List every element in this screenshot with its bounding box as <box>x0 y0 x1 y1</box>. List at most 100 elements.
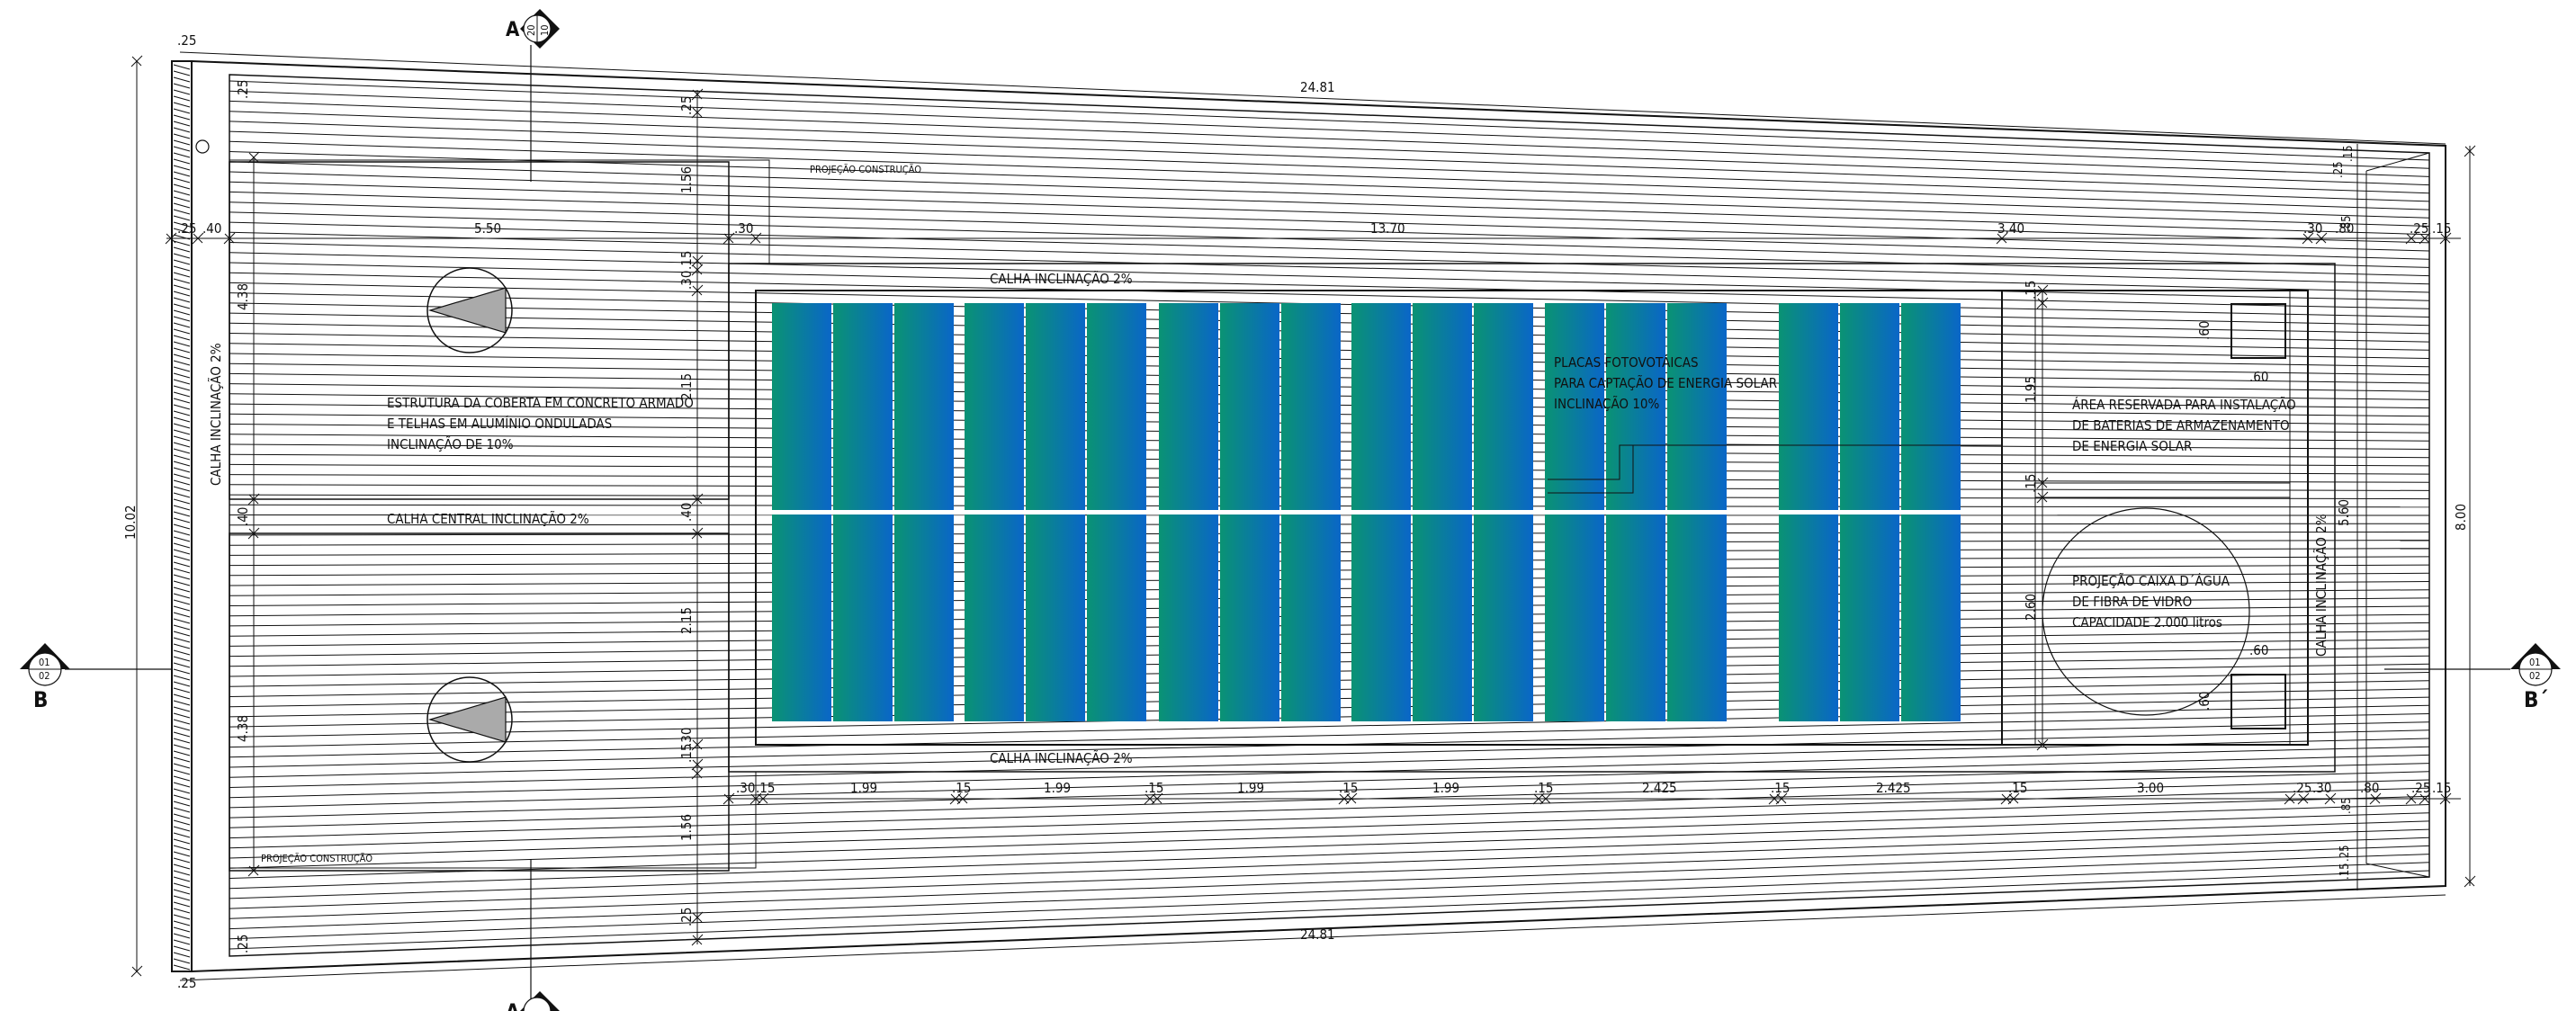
wall-hatch-line <box>173 731 191 738</box>
dim-tick <box>1346 793 1357 804</box>
wall-hatch-line <box>173 769 191 775</box>
solar-panel <box>1087 514 1146 721</box>
dim-tick <box>248 152 259 163</box>
dim-left-v: 4.38 <box>235 715 251 742</box>
wall-hatch-line <box>173 360 191 366</box>
section-marker-a-top: A 20 10 <box>506 9 560 49</box>
wall-hatch-line <box>173 467 191 473</box>
dim-rowb-value: .15 <box>2008 780 2027 796</box>
wall-hatch-line <box>173 228 191 234</box>
wall-hatch-line <box>173 165 191 171</box>
wall-hatch-line <box>173 801 191 807</box>
dim-right-inner: 5.60 <box>2336 499 2352 526</box>
wall-hatch-line <box>173 706 191 712</box>
dim-rowb-value: .15 <box>1534 780 1553 796</box>
dim-tick <box>957 793 968 804</box>
wall-hatch-line <box>173 398 191 404</box>
wall-hatch-line <box>173 196 191 202</box>
dim-right-small: .85 <box>2340 215 2354 232</box>
label-projection-top: PROJEÇÃO CONSTRUÇÃO <box>810 164 921 175</box>
dim-tick <box>2001 793 2012 804</box>
dim-top-total: 24.81 <box>1300 79 1335 95</box>
label-central-gutter: CALHA CENTRAL INCLINAÇÃO 2% <box>387 510 589 527</box>
dim-tick <box>224 233 235 244</box>
wall-hatch-line <box>173 656 191 662</box>
dim-tick <box>692 739 703 750</box>
dim-row1-value: 13.70 <box>1370 220 1405 237</box>
roof-hatch-line <box>229 862 2430 940</box>
wall-hatch-line <box>173 788 191 794</box>
solar-panel <box>1026 514 1085 721</box>
dim-tick <box>692 107 703 118</box>
roof-hatch-line <box>229 181 2430 244</box>
roof-hatch-line <box>229 231 2430 285</box>
roof-hatch-line <box>229 787 2430 849</box>
wall-hatch-line <box>173 586 191 593</box>
roof-hatch-line <box>229 121 2430 194</box>
wall-hatch-line <box>173 158 191 165</box>
wall-hatch-line <box>173 870 191 876</box>
dimension-lines <box>130 51 2476 981</box>
roof-hatch-line <box>229 704 2430 748</box>
label-tank-2: DE FIBRA DE VIDRO <box>2072 594 2192 610</box>
dim-rowb-value: .30 <box>736 780 755 796</box>
wall-hatch-line <box>173 782 191 788</box>
roof-hatch-line <box>229 804 2430 869</box>
section-sheet-number: 10 <box>539 24 551 36</box>
wall-hatch-line <box>173 114 191 121</box>
dim-row1-value: .25 <box>177 220 196 237</box>
wall-hatch-line <box>173 882 191 889</box>
roof-hatch-line <box>229 100 2430 177</box>
roof-hatch-line <box>229 191 2430 252</box>
dim-col-value: .25 <box>678 96 695 115</box>
label-projection-bottom: PROJEÇÃO CONSTRUÇÃO <box>261 853 372 864</box>
roof-hatch-line <box>229 111 2430 186</box>
wall-hatch-line <box>173 618 191 624</box>
dim-tick <box>950 793 961 804</box>
solar-panel <box>1606 303 1665 510</box>
wall-hatch-line <box>173 183 191 190</box>
dim-tick <box>248 865 259 876</box>
dim-area-v: 2.60 <box>2023 594 2039 621</box>
wall-hatch-line <box>173 404 191 410</box>
roof-hatch-line <box>229 837 2430 909</box>
roof-hatch-line <box>229 820 2430 890</box>
dim-tick <box>166 233 176 244</box>
dim-right-small: .15 <box>2342 145 2356 162</box>
roof-hatch-line <box>229 795 2430 859</box>
solar-panel <box>965 303 1024 510</box>
wall-hatch-line <box>173 838 191 845</box>
dim-tick <box>692 285 703 296</box>
dim-row1-value: .15 <box>2432 220 2451 237</box>
wall-hatch-line <box>173 83 191 89</box>
solar-panel <box>1087 303 1146 510</box>
dim-right-height: 8.00 <box>2453 504 2469 531</box>
section-marker-b-left: 01 02 B <box>20 643 70 712</box>
wall-hatch-line <box>173 763 191 769</box>
wall-hatch-line <box>173 146 191 152</box>
wall-hatch-line <box>173 926 191 933</box>
solar-panel <box>1667 303 1727 510</box>
roof-hatch-line <box>229 738 2430 788</box>
wall-hatch-line <box>173 435 191 442</box>
wall-hatch-line <box>173 511 191 517</box>
wall-hatch-line <box>173 221 191 228</box>
wall-hatch-line <box>173 681 191 687</box>
wall-hatch-line <box>173 133 191 139</box>
dim-corner: .25 <box>177 32 196 49</box>
solar-panel <box>772 303 831 510</box>
equipment-box-bottom <box>2230 674 2286 729</box>
wall-hatch-line <box>173 291 191 297</box>
wall-hatch-line <box>173 372 191 379</box>
roof-hatch-line <box>229 140 2430 210</box>
solar-panel <box>772 514 831 721</box>
solar-panel-array <box>772 303 1961 721</box>
wall-hatch-line <box>173 649 191 656</box>
wall-hatch-line <box>173 366 191 372</box>
wall-hatch-line <box>173 530 191 536</box>
roof-corner-line <box>2365 152 2430 172</box>
dim-rowb-value: 1.99 <box>1044 780 1071 796</box>
wall-hatch-line <box>173 517 191 523</box>
dim-tick <box>2440 793 2451 804</box>
dim-col-value: 1.56 <box>678 814 695 841</box>
